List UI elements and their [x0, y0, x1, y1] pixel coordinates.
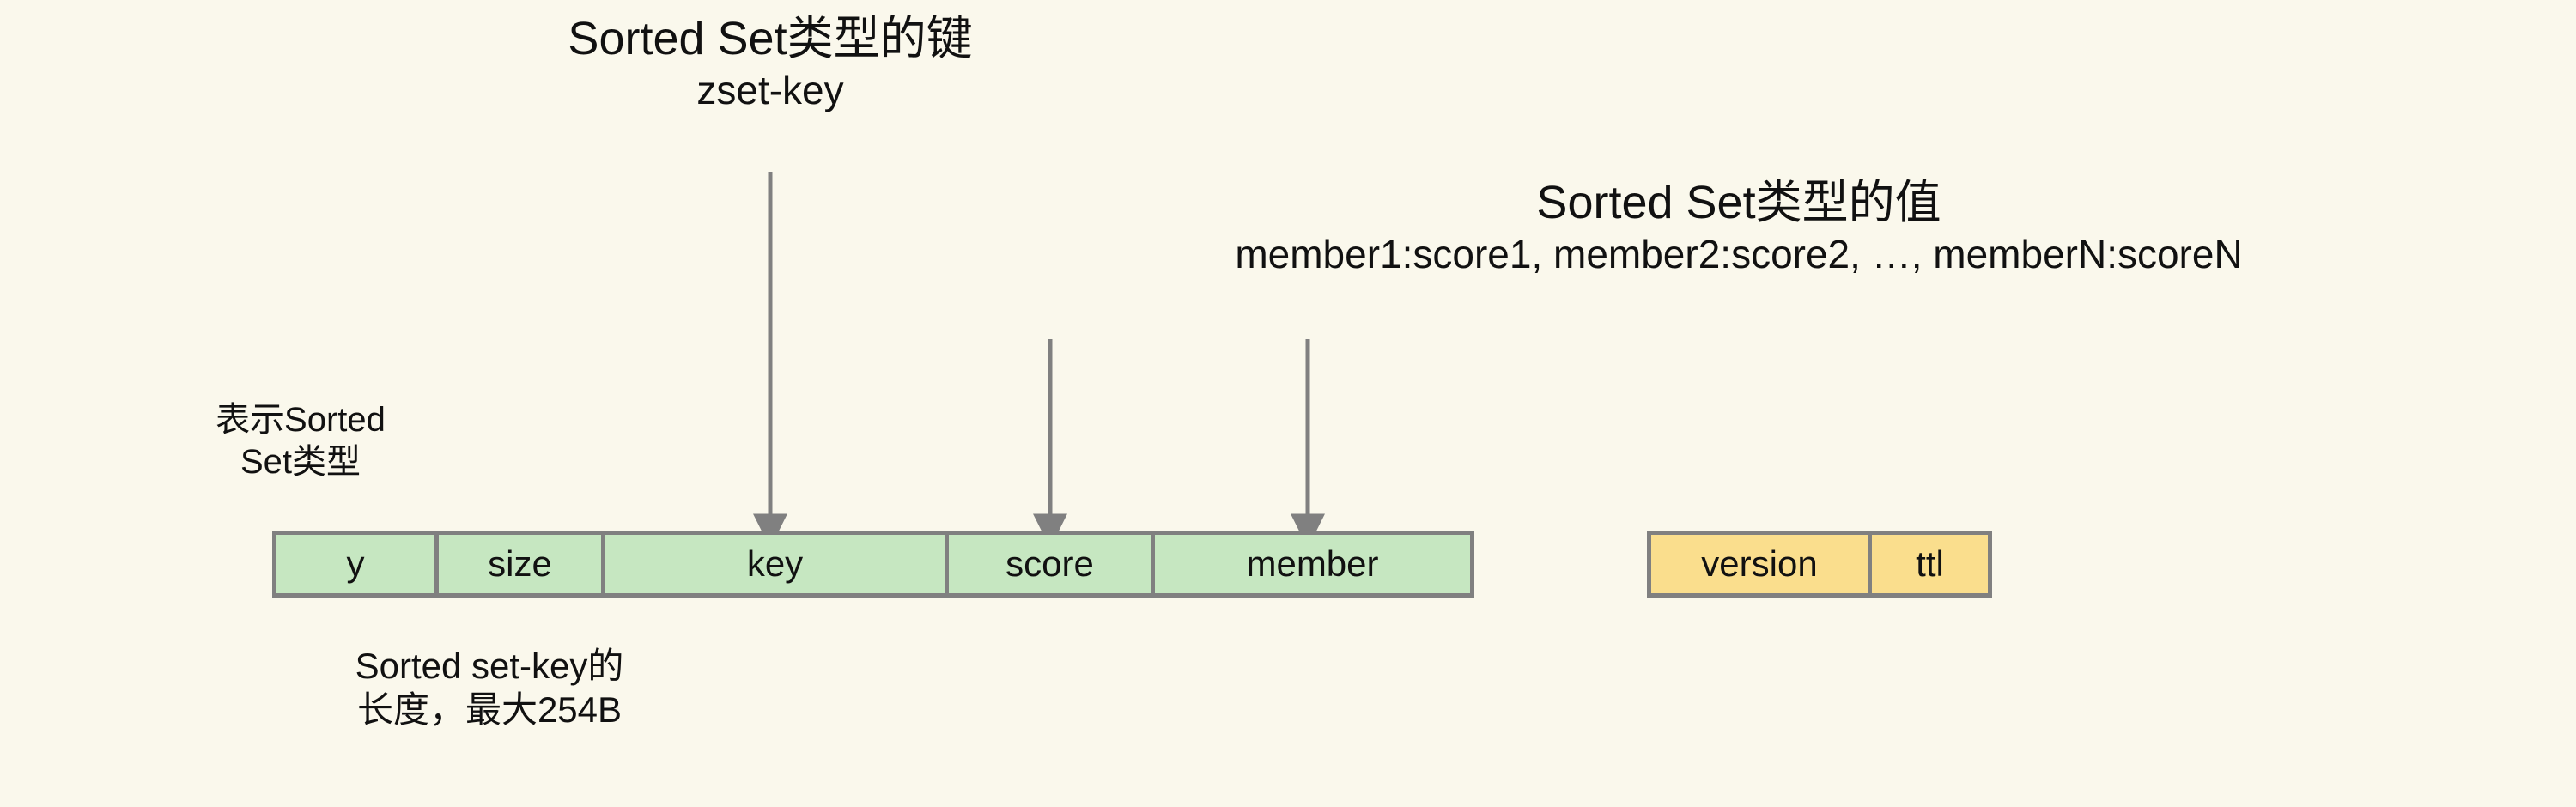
record-cell-version: version	[1651, 535, 1872, 593]
key-annotation-title: Sorted Set类型的键	[568, 13, 973, 64]
metadata-record-row: version ttl	[1647, 531, 1992, 598]
sorted-set-record-row: y size key score member	[272, 531, 1474, 598]
value-annotation-subtitle: member1:score1, member2:score2, …, membe…	[1235, 231, 2243, 276]
key-length-note-line2: 长度，最大254B	[356, 689, 623, 731]
record-cell-key: key	[605, 535, 949, 593]
key-length-note: Sorted set-key的 长度，最大254B	[258, 644, 721, 731]
key-annotation-subtitle: zset-key	[696, 67, 844, 112]
record-cell-size: size	[439, 535, 605, 593]
type-flag-note-line2: Set类型	[240, 442, 361, 481]
type-flag-note: 表示Sorted Set类型	[155, 399, 447, 483]
value-annotation-title: Sorted Set类型的值	[1536, 177, 1941, 228]
record-cell-type-flag: y	[276, 535, 439, 593]
record-cell-member: member	[1246, 543, 1379, 584]
record-cell-ttl: ttl	[1916, 543, 1944, 584]
key-annotation: Sorted Set类型的键 zset-key	[470, 12, 1071, 113]
record-cell-score: score	[949, 535, 1155, 593]
value-annotation: Sorted Set类型的值 member1:score1, member2:s…	[949, 176, 2529, 277]
key-length-note-line1: Sorted set-key的	[355, 646, 624, 686]
type-flag-note-line1: 表示Sorted	[216, 401, 386, 439]
